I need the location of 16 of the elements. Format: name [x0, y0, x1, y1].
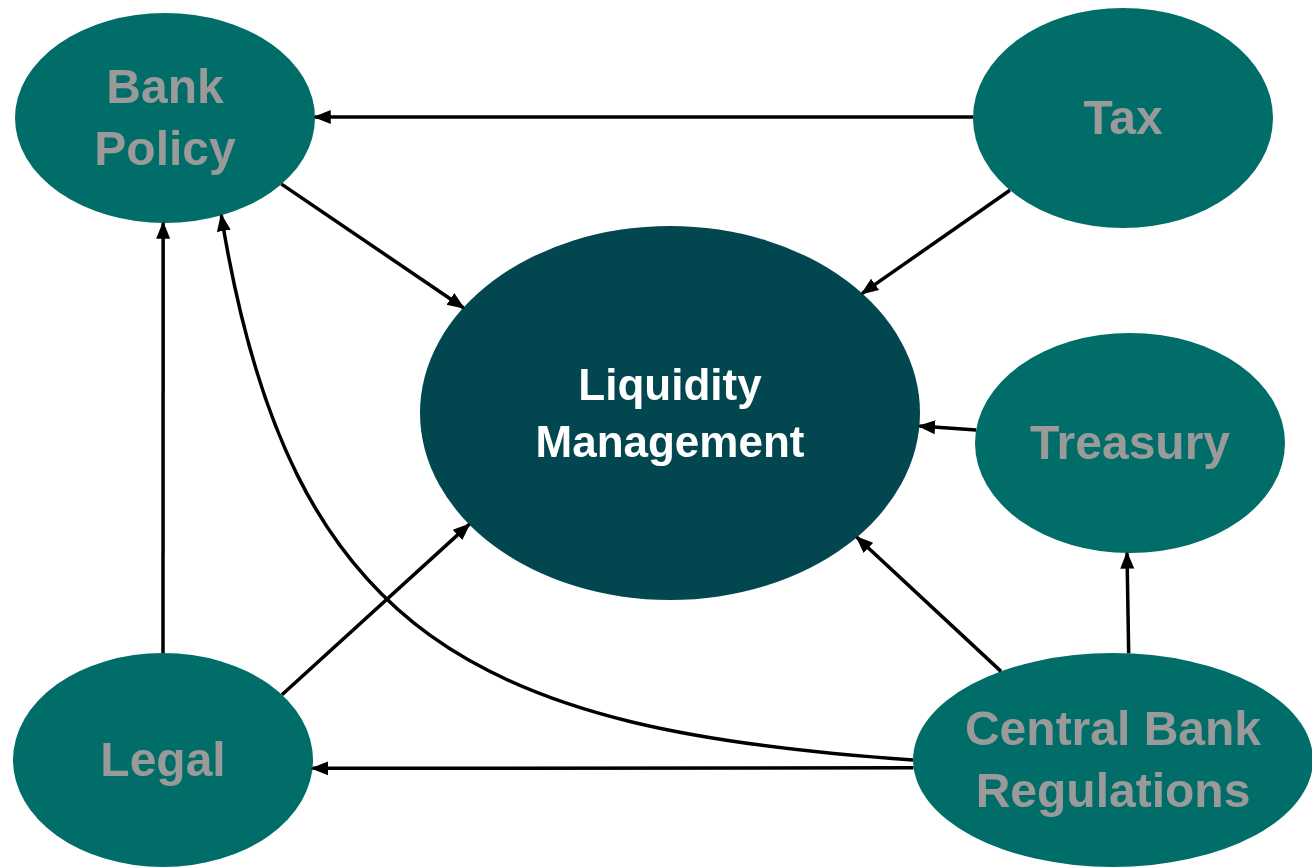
- node-label: Central Bank Regulations: [963, 700, 1263, 819]
- arrow: [310, 761, 914, 776]
- arrow: [217, 213, 914, 762]
- arrow: [1120, 551, 1135, 654]
- arrow: [156, 221, 171, 653]
- arrow: [860, 188, 1011, 295]
- arrow: [917, 420, 977, 435]
- arrow: [855, 535, 1003, 673]
- arrow: [280, 182, 465, 310]
- node-label: Liquidity Management: [534, 358, 806, 468]
- node-label: Treasury: [1029, 414, 1231, 471]
- arrow: [280, 523, 471, 697]
- node-label: Tax: [1083, 89, 1163, 146]
- node-label: Legal: [100, 731, 226, 788]
- arrow: [313, 109, 973, 124]
- node-label: Bank Policy: [93, 58, 237, 177]
